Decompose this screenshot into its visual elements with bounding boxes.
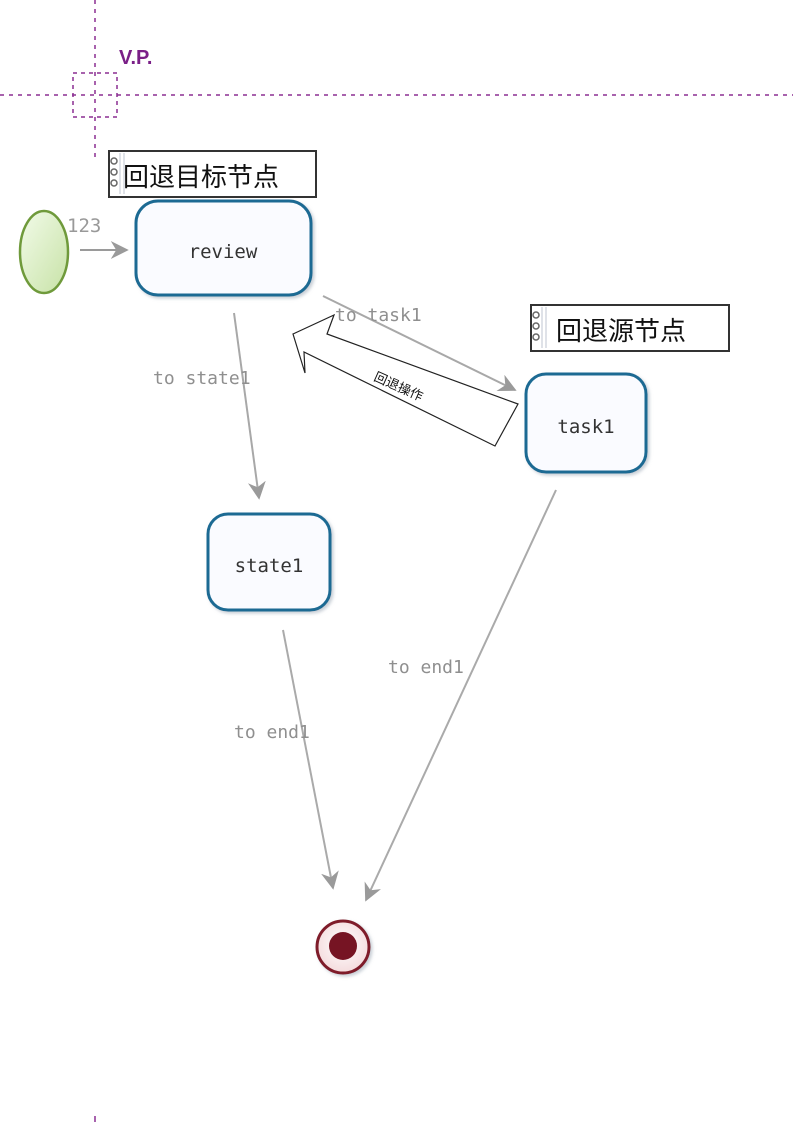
note-source-node-text: 回退源节点 [556,317,686,347]
note-target-node-text: 回退目标节点 [123,163,279,193]
edge-label-state1-to-end1: to end1 [234,722,310,743]
node-state1-label: state1 [235,555,304,577]
start-node-label: 123 [67,215,101,237]
node-task1[interactable]: task1 [524,372,648,474]
note-source-node: 回退源节点 [530,304,730,352]
vp-logo-text: V.P. [119,47,152,69]
node-task1-label: task1 [557,416,614,438]
rollback-callout-arrow: 回退操作 [292,313,519,447]
node-state1[interactable]: state1 [206,512,332,612]
edge-label-task1-to-end1: to end1 [388,657,464,678]
edge-label-to-state1: to state1 [153,368,251,389]
end-node[interactable] [315,919,371,975]
start-node[interactable] [18,209,70,295]
note-target-node: 回退目标节点 [108,150,317,198]
edge-task1-to-end1[interactable] [364,489,557,902]
guide-corner-box [72,72,118,118]
edge-review-to-state1[interactable] [233,312,266,500]
node-review-label: review [189,241,258,263]
node-review[interactable]: review [134,199,313,297]
edge-label-to-task1: to task1 [335,305,422,326]
edge-state1-to-end1[interactable] [282,629,339,890]
edge-review-to-task1[interactable] [322,295,517,391]
